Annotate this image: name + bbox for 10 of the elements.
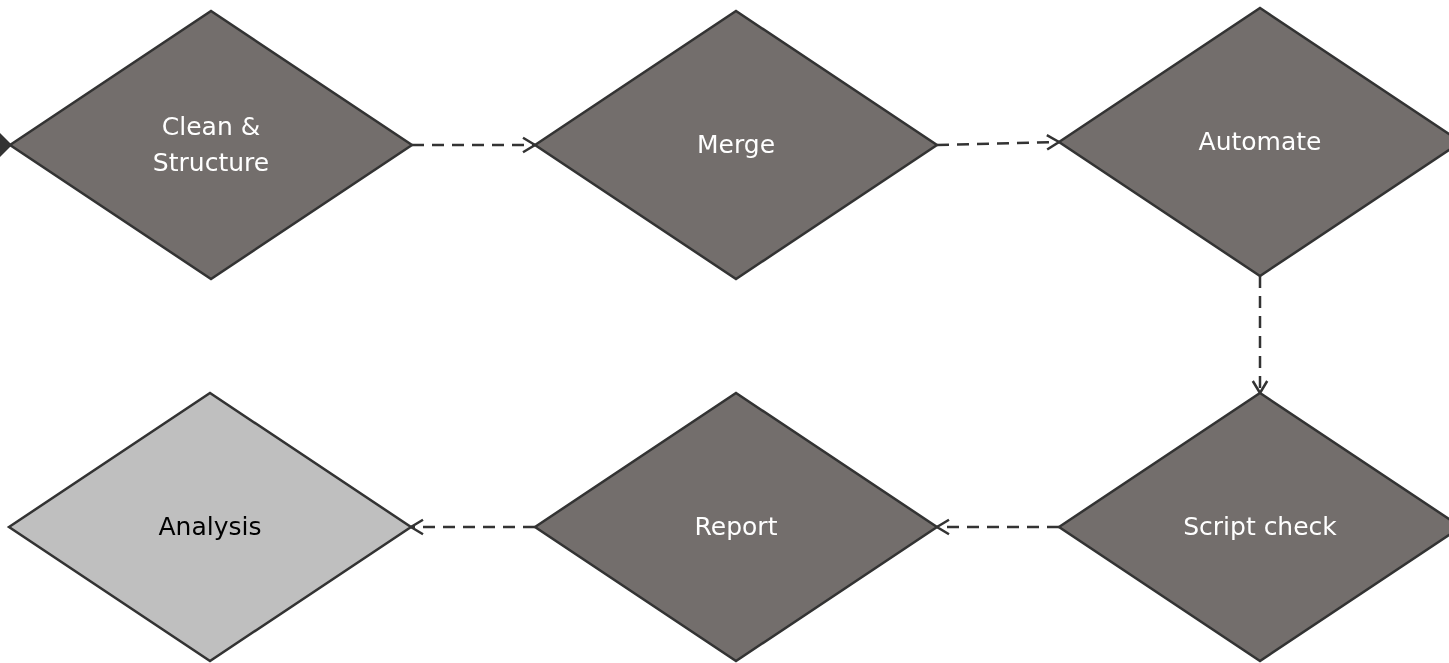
node-label: Report	[693, 511, 779, 543]
dashed-arrow	[412, 136, 538, 154]
node-label: Analysis	[157, 511, 263, 543]
node-label: Automate	[1197, 126, 1323, 158]
dashed-arrow	[934, 518, 1059, 536]
dashed-arrow	[936, 134, 1062, 151]
node-label: Merge	[695, 129, 776, 161]
node-label: Script check	[1182, 511, 1338, 543]
node-label: Clean & Structure	[151, 111, 271, 179]
dashed-arrow	[408, 518, 535, 536]
